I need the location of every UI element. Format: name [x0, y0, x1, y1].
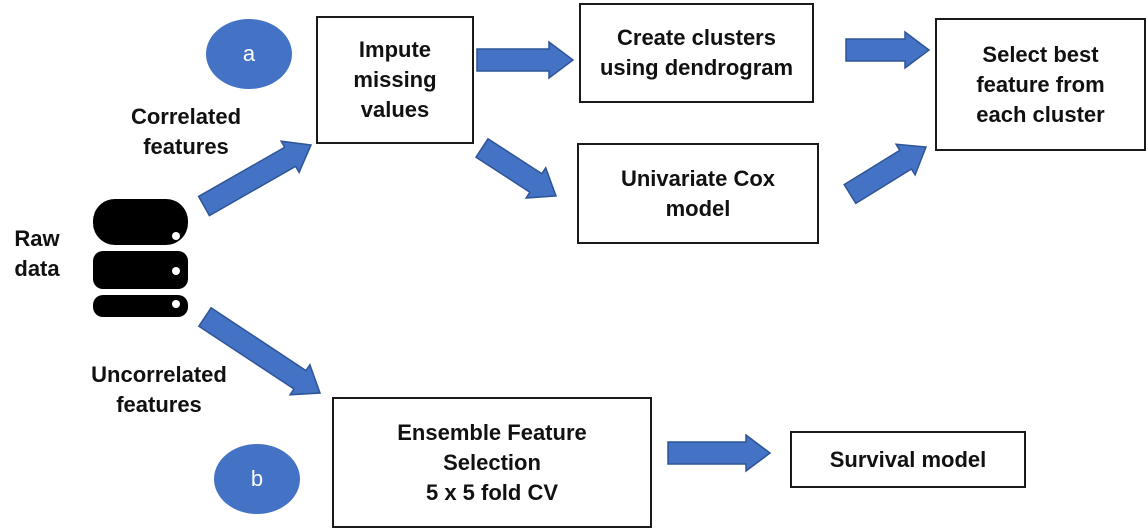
ensemble-feature-selection-text: Ensemble Feature Selection 5 x 5 fold CV	[397, 419, 587, 505]
univariate-cox-box: Univariate Cox model	[577, 143, 819, 244]
database-indicator-dot	[172, 267, 180, 275]
univariate-cox-text: Univariate Cox model	[620, 165, 776, 221]
survival-model-text: Survival model	[829, 446, 987, 472]
raw-data-text: Raw data	[14, 226, 60, 281]
database-layer	[93, 295, 188, 317]
uncorrelated-features-label: Uncorrelated features	[64, 360, 254, 420]
impute-box: Impute missing values	[316, 16, 474, 144]
raw-data-label: Raw data	[0, 224, 74, 284]
circle-b-text: b	[250, 466, 264, 491]
impute-text: Impute missing values	[353, 37, 437, 122]
circle-label-b: b	[214, 444, 300, 514]
ensemble-feature-selection-box: Ensemble Feature Selection 5 x 5 fold CV	[332, 397, 652, 528]
correlated-features-text: Correlated features	[130, 104, 242, 159]
database-indicator-dot	[172, 300, 180, 308]
create-clusters-box: Create clusters using dendrogram	[579, 3, 814, 103]
database-indicator-dot	[172, 232, 180, 240]
arrow-raw-to-ensemble	[197, 306, 322, 396]
uncorrelated-features-text: Uncorrelated features	[91, 362, 227, 417]
select-best-feature-box: Select best feature from each cluster	[935, 18, 1146, 151]
arrow-impute-to-cox	[474, 137, 558, 199]
circle-label-a: a	[206, 19, 292, 89]
arrow-raw-to-impute	[197, 140, 313, 217]
correlated-features-label: Correlated features	[106, 102, 266, 162]
arrow-clusters-to-select	[845, 30, 931, 70]
arrow-cox-to-select	[843, 143, 928, 205]
database-layer	[93, 199, 188, 245]
database-layer	[93, 251, 188, 289]
arrow-ensemble-to-survival	[667, 433, 772, 473]
circle-a-text: a	[242, 41, 256, 66]
select-best-feature-text: Select best feature from each cluster	[976, 41, 1105, 127]
create-clusters-text: Create clusters using dendrogram	[599, 25, 794, 80]
arrow-impute-to-clusters	[476, 40, 575, 80]
survival-model-box: Survival model	[790, 431, 1026, 488]
